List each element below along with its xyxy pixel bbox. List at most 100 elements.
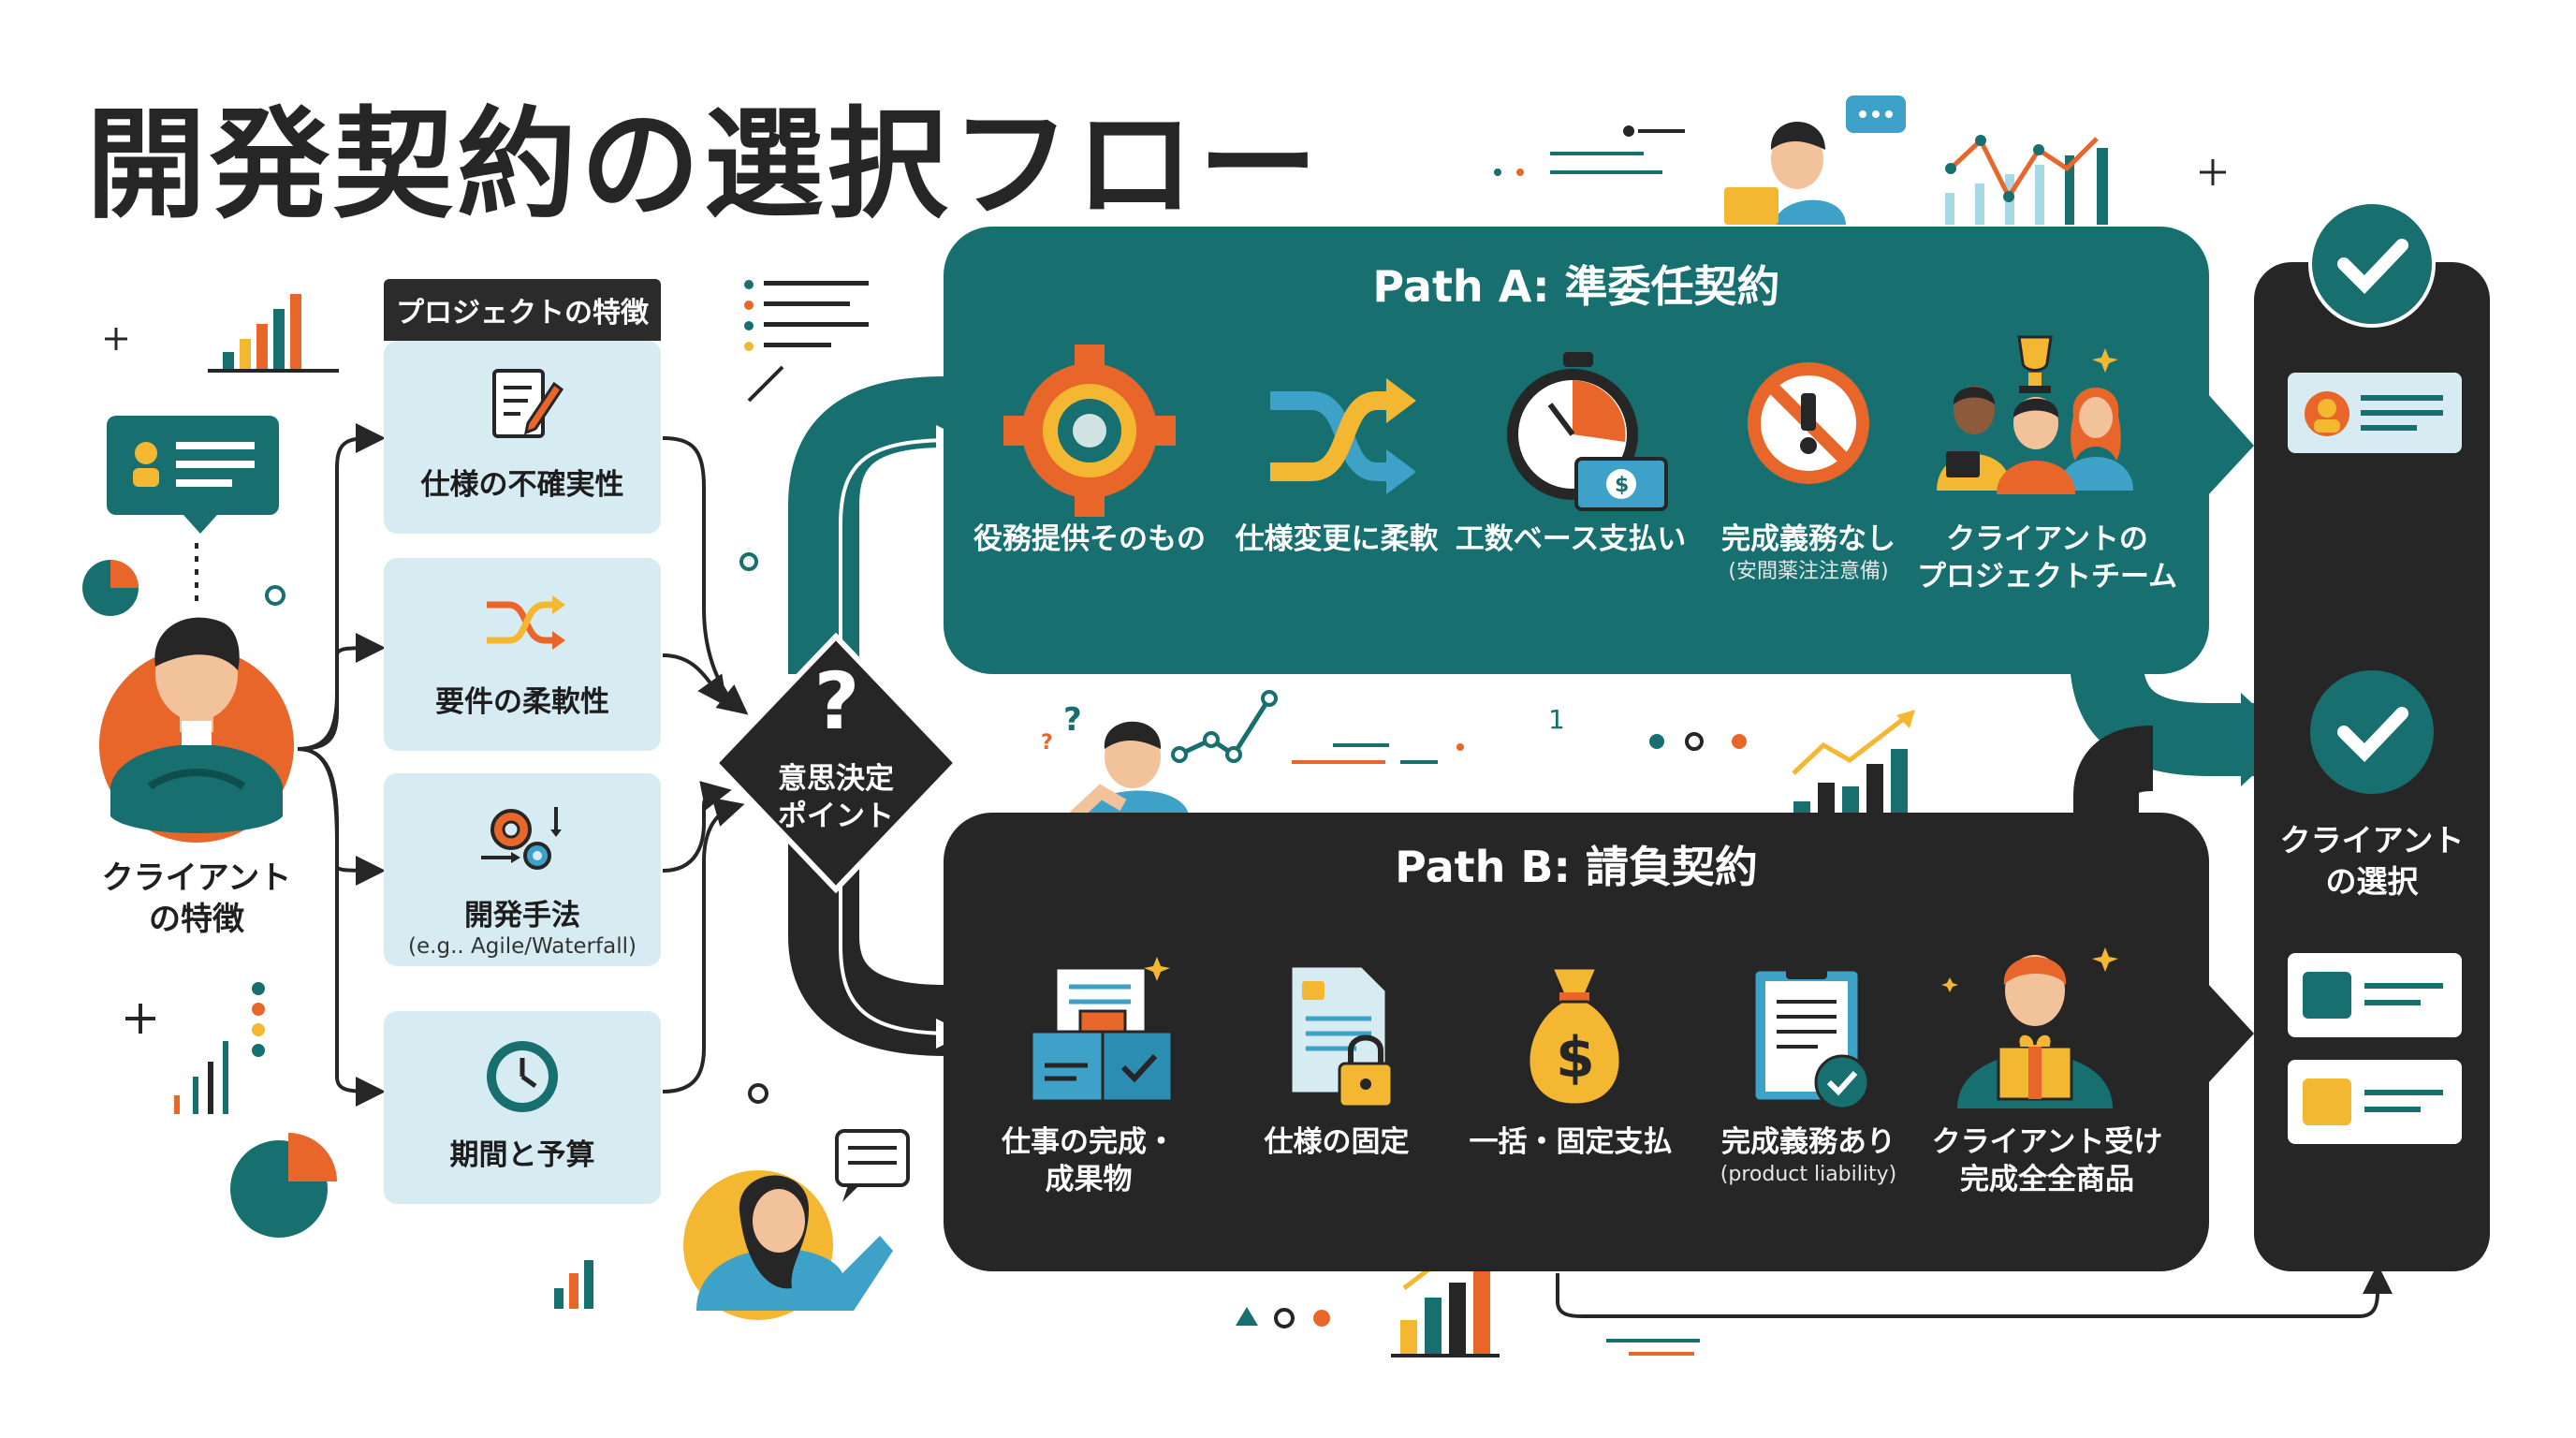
locked-document-icon [1289,964,1394,1108]
path-a-title: Path A: 準委任契約 [1372,261,1780,312]
path-a-step-1[interactable] [968,345,1211,524]
top-line-decoration [1494,125,1685,176]
client-branch-lines [297,423,386,1107]
bar-chart-decoration-top [208,294,339,373]
client-label-line2: の特徴 [149,901,244,938]
path-a-step-4[interactable] [1687,358,1930,489]
step-label: 仕様変更に柔軟 [1235,522,1439,556]
decision-question-mark: ? [813,655,860,747]
ribbon-path-b-exit [2073,726,2155,824]
feature-card-uncertainty[interactable]: 仕様の不確実性 [384,341,661,534]
stopwatch-money-icon: $ [1507,352,1668,511]
big-pie-decoration [230,1133,337,1238]
path-a-panel: Path A: 準委任契約 役務提供そのもの 仕様変更に柔軟 [944,227,2209,674]
client-profile-bubble [107,416,279,534]
path-a-step-5-text: クライアントの プロジェクトチーム [1913,521,2181,595]
path-b-title: Path B: 請負契約 [1395,842,1758,892]
selection-label: クライアント の選択 [2254,820,2490,902]
step-label: 一括・固定支払 [1469,1125,1673,1159]
thinking-person: ? ? [1041,690,1278,824]
step-label: クライアント受け 完成全全商品 [1931,1125,2163,1196]
svg-text:$: $ [1615,474,1629,497]
path-b-step-5[interactable] [1913,925,2157,1112]
feature-card-flexibility[interactable]: 要件の柔軟性 [384,558,661,751]
bottom-return-line [1556,1264,2393,1318]
step-label: 仕様の固定 [1264,1125,1410,1159]
path-b-step-5-text: クライアント受け 完成全全商品 [1913,1123,2181,1198]
pie-chart-decoration [82,560,285,616]
person-gift-icon [1941,947,2118,1108]
path-a-step-3[interactable]: $ [1456,348,1700,517]
client-label: クライアント の特徴 [84,858,309,940]
path-b-step-3[interactable]: $ [1453,953,1696,1122]
small-bar-decoration [554,1260,593,1309]
ribbon-to-path-a [788,376,946,674]
client-label-line1: クライアント [101,859,292,897]
page-title: 開発契約の選択フロー [86,95,1323,235]
clipboard-check-icon [1752,961,1870,1110]
bottom-decoration [1236,1245,1700,1357]
clock-icon [487,1041,558,1112]
svg-text:?: ? [1041,731,1053,755]
prohibited-icon [1748,362,1869,484]
path-a-step-1-text: 役務提供そのもの [944,521,1236,558]
decision-diamond [710,632,961,894]
gear-icon [1003,345,1176,517]
selection-column-graphics [2288,373,2462,1144]
feature-label: 期間と予算 [449,1138,595,1172]
step-label: 仕事の完成・ 成果物 [1002,1125,1176,1196]
trend-chart-decoration [1945,135,2108,225]
step-label: 工数ベース支払い [1455,522,1687,556]
path-a-step-2-text: 仕様変更に柔軟 [1215,521,1458,558]
growth-bars-decoration [1792,710,1915,826]
decision-label: 意思決定 ポイント [760,760,912,835]
path-b-step-4[interactable] [1687,953,1930,1122]
dots-decoration [174,982,265,1114]
step-label: 完成義務あり [1721,1125,1895,1159]
path-b-step-2[interactable] [1221,953,1464,1122]
ribbon-path-a-exit [2070,653,2256,776]
decision-label-line1: 意思決定 [778,762,894,796]
path-b-step-2-text: 仕様の固定 [1215,1123,1458,1161]
shuffle-arrows-icon [487,595,565,650]
path-a-step-4-text: 完成義務なし (安間薬注注意備) [1687,521,1930,586]
list-lines-decoration [744,280,869,403]
path-b-step-3-text: 一括・固定支払 [1449,1123,1692,1161]
team-trophy-icon [1937,335,2133,494]
features-header: プロジェクトの特徴 [384,279,661,341]
step-sub: (product liability) [1720,1163,1897,1186]
path-b-step-1[interactable] [981,953,1224,1122]
check-circle-icon [2308,200,2436,328]
shuffle-icon [1270,378,1416,494]
feature-card-period-budget[interactable]: 期間と予算 [384,1011,661,1204]
svg-text:$: $ [1556,1025,1595,1091]
feature-label: 仕様の不確実性 [420,468,624,502]
step-sub: (安間薬注注意備) [1728,560,1889,583]
feature-merge-lines [662,436,749,1093]
step-label: クライアントの プロジェクトチーム [1916,522,2178,594]
document-edit-icon [492,369,564,438]
middle-line-decoration [1292,732,1747,764]
selection-label-line2: の選択 [2325,863,2419,900]
step-label: 完成義務なし [1721,522,1895,556]
path-b-step-1-text: 仕事の完成・ 成果物 [962,1123,1215,1198]
path-a-step-2[interactable] [1219,367,1462,507]
gears-icon [481,807,562,870]
feature-card-method[interactable]: 開発手法 (e.g.. Agile/Waterfall) [384,773,661,966]
path-b-panel: Path B: 請負契約 仕事の完成・ 成果物 [944,813,2209,1271]
presenter-woman [683,1129,910,1320]
selection-label-line1: クライアント [2279,822,2465,858]
feature-label: 要件の柔軟性 [435,685,609,719]
laptop-person [1724,95,1906,225]
box-deliverable-icon [1030,957,1174,1103]
feature-label: 開発手法 [464,899,580,932]
plus-decoration [105,159,2226,1034]
path-b-step-4-text: 完成義務あり (product liability) [1687,1123,1930,1189]
path-a-step-5[interactable] [1913,330,2157,498]
path-a-step-3-text: 工数ベース支払い [1449,521,1692,558]
step-label: 役務提供そのもの [973,522,1206,556]
decor-number: 1 [1548,704,1565,735]
svg-text:?: ? [1063,701,1082,739]
client-avatar [99,617,294,843]
